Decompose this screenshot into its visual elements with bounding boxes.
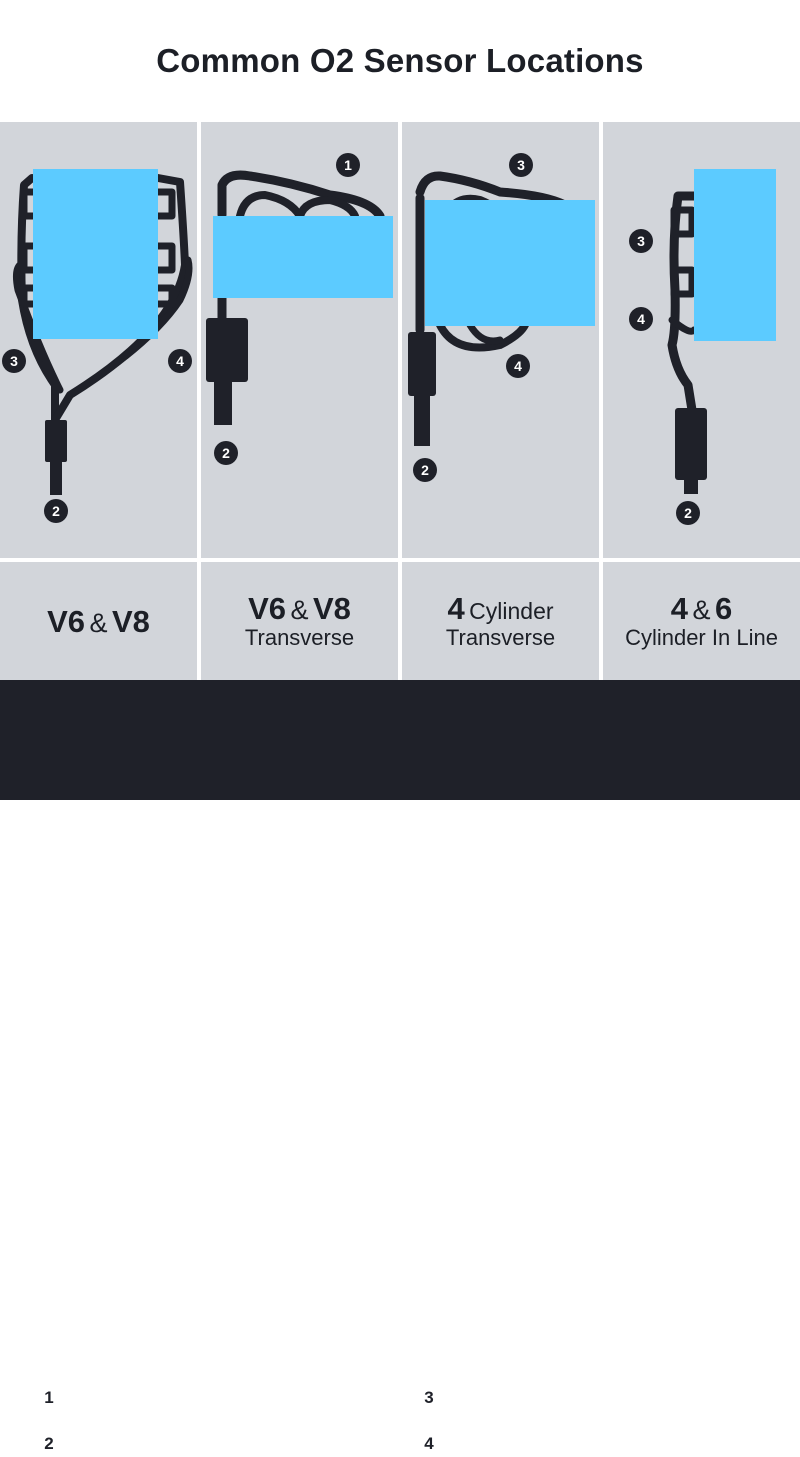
marker-4-panel1: 4: [168, 349, 192, 373]
legend-label: Downstream Sensor: [84, 1432, 266, 1455]
diagram-grid: V6 & V8 V6 & V8 Transverse 4 Cylinder Tr…: [0, 122, 800, 680]
svg-text:4: 4: [176, 353, 184, 369]
inline-tailpipe: [684, 478, 698, 494]
svg-text:2: 2: [421, 462, 429, 478]
svg-text:4: 4: [637, 311, 645, 327]
inline-engine-block: [694, 169, 776, 341]
legend-item-right-rear: 4 Right or Rear Upstream Sensor: [416, 1431, 744, 1457]
svg-text:1: 1: [344, 157, 352, 173]
v6-v8-transverse-converter: [206, 318, 248, 382]
svg-text:3: 3: [517, 157, 525, 173]
marker-3-panel1: 3: [2, 349, 26, 373]
legend-label: Right or Rear Upstream Sensor: [464, 1432, 745, 1455]
marker-2-panel2: 2: [214, 441, 238, 465]
v6-v8-converter: [45, 420, 67, 462]
v6-v8-tailpipe: [50, 460, 62, 495]
number-3-icon: 3: [416, 1385, 442, 1411]
inline-exhaust: [667, 191, 699, 415]
legend-label: Left or Front Upstream Sensor: [464, 1386, 735, 1409]
4cyl-transverse-converter: [408, 332, 436, 396]
inline-converter: [675, 408, 707, 480]
marker-4-panel3: 4: [506, 354, 530, 378]
marker-4-panel4: 4: [629, 307, 653, 331]
4cyl-transverse-tailpipe: [414, 394, 430, 446]
4cyl-transverse-engine-block: [425, 200, 595, 326]
svg-text:2: 2: [222, 445, 230, 461]
marker-2-panel1: 2: [44, 499, 68, 523]
label-inline: 4 & 6 Cylinder In Line: [603, 562, 800, 680]
svg-text:2: 2: [684, 505, 692, 521]
marker-2-panel4: 2: [676, 501, 700, 525]
legend-item-downstream: 2 Downstream Sensor: [36, 1431, 265, 1457]
v6-v8-transverse-engine-block: [213, 216, 393, 298]
sensor-markers: 3 4 2 1 2 3 4 2 3 4 2: [2, 153, 700, 525]
svg-text:3: 3: [10, 353, 18, 369]
label-v6-v8-transverse: V6 & V8 Transverse: [201, 562, 398, 680]
legend-item-upstream: 1 Upstream Sensor: [36, 1385, 240, 1411]
exhaust-diagrams: 3 4 2 1 2 3 4 2 3 4 2: [2, 153, 776, 525]
svg-text:2: 2: [52, 503, 60, 519]
v6-v8-transverse-tailpipe: [214, 380, 232, 425]
marker-3-panel3: 3: [509, 153, 533, 177]
marker-2-panel3: 2: [413, 458, 437, 482]
number-2-icon: 2: [36, 1431, 62, 1457]
legend-item-left-front: 3 Left or Front Upstream Sensor: [416, 1385, 734, 1411]
legend: 1 Upstream Sensor 2 Downstream Sensor 3 …: [0, 680, 800, 1457]
legend-label: Upstream Sensor: [84, 1386, 240, 1409]
svg-text:3: 3: [637, 233, 645, 249]
marker-3-panel4: 3: [629, 229, 653, 253]
svg-text:4: 4: [514, 358, 522, 374]
label-4cyl-transverse: 4 Cylinder Transverse: [402, 562, 599, 680]
marker-1-panel2: 1: [336, 153, 360, 177]
number-4-icon: 4: [416, 1431, 442, 1457]
number-1-icon: 1: [36, 1385, 62, 1411]
v6-v8-engine-block: [33, 169, 158, 339]
label-v6-v8: V6 & V8: [0, 562, 197, 680]
page-title: Common O2 Sensor Locations: [156, 42, 644, 79]
